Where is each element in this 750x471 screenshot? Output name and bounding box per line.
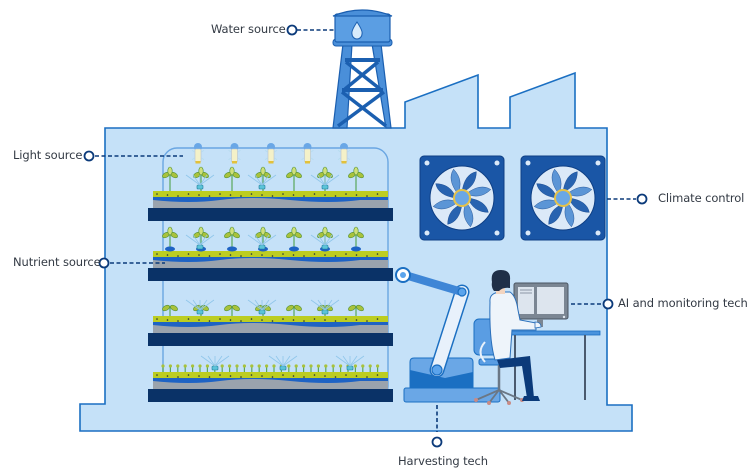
sprinkler-icon [310, 174, 340, 190]
plant-icon [286, 226, 302, 252]
plant-icon [198, 364, 202, 372]
sprinkler-icon [268, 355, 298, 371]
plant-icon [265, 364, 269, 372]
plant-icon [220, 364, 224, 372]
sprinkler-icon [247, 234, 277, 250]
callout-marker-water[interactable] [286, 24, 298, 36]
label-water-source: Water source [211, 22, 286, 36]
plant-icon [257, 364, 261, 372]
callout-marker-ai[interactable] [602, 298, 614, 310]
plant-icon [331, 364, 335, 372]
plant-icon [183, 364, 187, 372]
grow-shelf [148, 166, 393, 221]
fan-icon [419, 155, 505, 241]
plant-icon [224, 166, 240, 191]
plant-icon [286, 304, 302, 316]
label-nutrient-source: Nutrient source [13, 255, 101, 269]
plant-icon [272, 364, 276, 372]
led-lamp-icon [191, 143, 205, 164]
sprinkler-icon [200, 355, 230, 371]
fan-icon [520, 155, 606, 241]
plant-icon [286, 166, 302, 191]
plant-icon [162, 166, 178, 191]
led-lamp-icon [301, 143, 314, 164]
plant-icon [361, 364, 365, 372]
sprinkler-icon [310, 299, 340, 315]
callout-markers [83, 24, 648, 448]
plant-icon [162, 304, 178, 316]
water-tower [332, 9, 393, 129]
shelf-tray [148, 268, 393, 281]
plant-icon [316, 364, 320, 372]
plant-icon [368, 364, 372, 372]
plant-icon [287, 364, 291, 372]
grow-shelf [148, 355, 393, 402]
computer-monitor-icon [513, 282, 569, 327]
plant-icon [224, 226, 240, 252]
label-light-source: Light source [13, 148, 83, 162]
plant-icon [302, 364, 306, 372]
sprinkler-icon [185, 234, 215, 250]
plant-icon [353, 364, 357, 372]
plant-icon [191, 364, 195, 372]
callout-marker-light[interactable] [83, 150, 95, 162]
shelf-tray [148, 389, 393, 402]
grow-shelf [148, 299, 393, 346]
plant-icon [376, 364, 380, 372]
callout-lines [95, 29, 636, 432]
robotic-arm-icon [395, 267, 501, 403]
lamp-row [191, 143, 351, 164]
sprinkler-icon [310, 234, 340, 250]
label-climate-control: Climate control [658, 191, 745, 205]
plant-icon [205, 364, 209, 372]
plant-icon [228, 364, 232, 372]
label-ai-monitoring: AI and monitoring tech [618, 296, 748, 310]
sprinkler-icon [185, 299, 215, 315]
plant-icon [161, 364, 165, 372]
plant-icon [339, 364, 343, 372]
plant-icon [294, 364, 298, 372]
plant-icon [224, 304, 240, 316]
led-lamp-icon [228, 143, 241, 164]
plant-icon [168, 364, 172, 372]
plant-icon [242, 364, 246, 372]
led-lamp-icon [337, 143, 351, 164]
plant-icon [162, 226, 178, 252]
plant-icon [250, 364, 254, 372]
workstation [473, 270, 601, 405]
callout-marker-harvest[interactable] [431, 436, 443, 448]
sprinkler-icon [247, 299, 277, 315]
sprinkler-icon [335, 355, 365, 371]
fan-row [419, 155, 606, 241]
shelf-tray [148, 333, 393, 346]
plant-icon [235, 364, 239, 372]
plant-icon [348, 304, 364, 316]
shelf-tray [148, 208, 393, 221]
callout-marker-climate[interactable] [636, 193, 648, 205]
sprinkler-icon [185, 174, 215, 190]
shelf-stack [148, 166, 393, 402]
plant-icon [176, 364, 180, 372]
water-drop-icon [351, 21, 363, 40]
callout-marker-nutrient[interactable] [98, 257, 110, 269]
plant-icon [348, 226, 364, 252]
sprinkler-icon [247, 174, 277, 190]
grow-shelf [148, 226, 393, 281]
led-lamp-icon [264, 143, 278, 164]
label-harvesting-tech: Harvesting tech [398, 454, 488, 468]
plant-icon [348, 166, 364, 191]
plant-icon [324, 364, 328, 372]
plant-icon [309, 364, 313, 372]
